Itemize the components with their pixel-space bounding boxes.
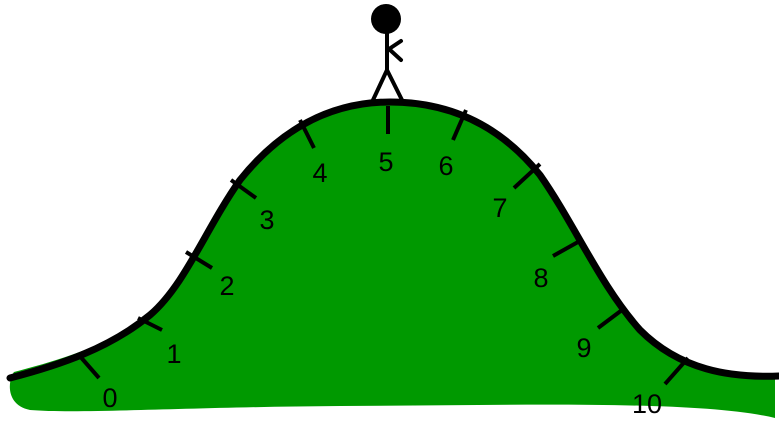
tick-label-6: 6 — [438, 151, 453, 181]
stick-figure — [371, 4, 402, 100]
tick-label-4: 4 — [312, 158, 327, 188]
stick-figure-legs — [373, 70, 402, 100]
tick-label-3: 3 — [259, 205, 274, 235]
tick-label-2: 2 — [219, 271, 234, 301]
tick-label-10: 10 — [632, 389, 662, 419]
stick-figure-arms — [389, 41, 401, 60]
tick-label-0: 0 — [102, 383, 117, 413]
tick-label-5: 5 — [378, 147, 393, 177]
tick-label-9: 9 — [576, 333, 591, 363]
tick-label-7: 7 — [492, 193, 507, 223]
tick-label-8: 8 — [533, 263, 548, 293]
stick-figure-head — [371, 4, 401, 34]
tick-label-1: 1 — [166, 339, 181, 369]
